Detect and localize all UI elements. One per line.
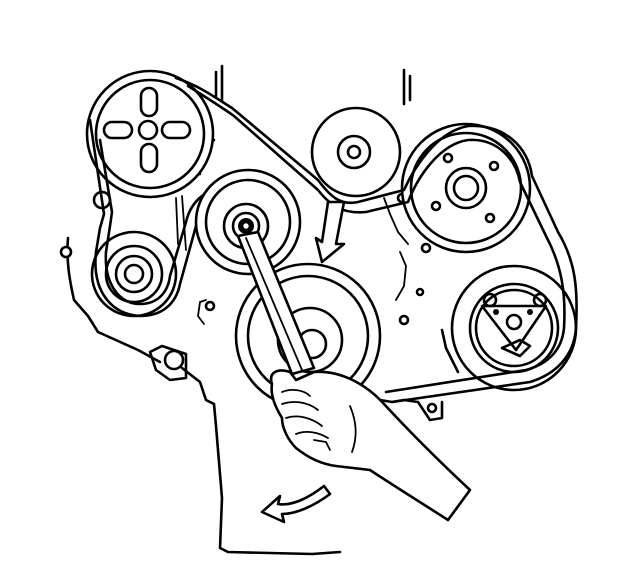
hand (269, 369, 472, 522)
rotation-arrow-down (314, 200, 346, 264)
drive-belt (88, 76, 578, 404)
bolt-hole (163, 349, 185, 371)
idler-pulley (310, 106, 402, 198)
upper-right-pulley (400, 122, 532, 254)
lower-right-pulley (450, 264, 578, 392)
belt-tensioner-pulley (194, 168, 302, 276)
wrench (236, 230, 316, 376)
rotation-arrow-counterclockwise (260, 484, 332, 524)
upper-left-pulley (85, 69, 215, 199)
